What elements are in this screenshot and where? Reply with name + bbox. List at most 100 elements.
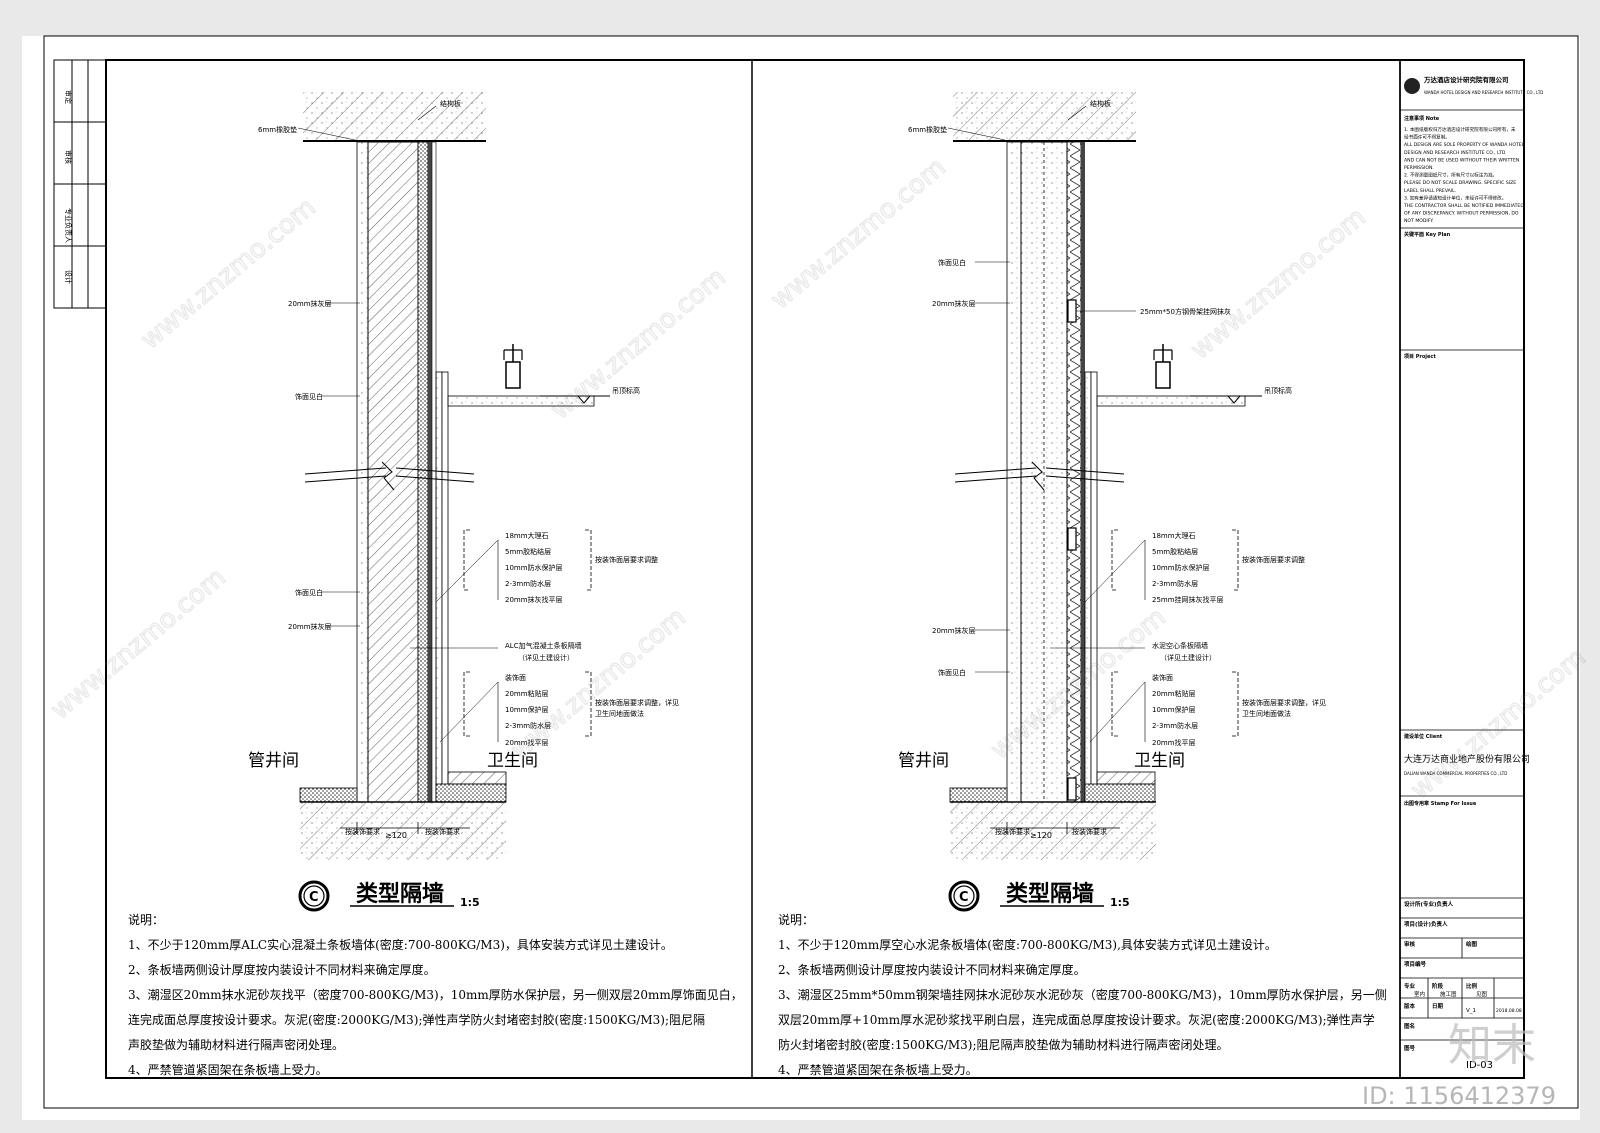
left-note-3: 3、潮湿区20mm抹水泥砂灰找平（密度700-800KG/M3)，10mm厚防水… [128,988,743,1002]
right-g2-2: 10mm保护层 [1152,705,1196,714]
left-side-label-2: 饰面见白 [295,392,323,401]
right-notes-heading: 说明： [778,913,815,927]
checked-label: 审核 [1404,940,1416,948]
right-g2-1: 20mm粘贴层 [1152,689,1196,698]
watermark-8: www.znzmo.com [1405,642,1591,805]
scale-label: 比例 [1466,982,1478,990]
note-line: LABEL SHALL PREVAIL. [1404,188,1456,194]
watermark-1: www.znzmo.com [135,192,321,355]
right-note-6: 4、严禁管道紧固架在条板墙上受力。 [778,1063,978,1077]
left-g2-note: 按装饰面层要求调整，详见 [595,698,679,707]
project-designer: 项目(设计)负责人 [1404,920,1448,928]
right-g2-4: 20mm找平层 [1152,738,1196,747]
left-note-2: 2、条板墙两侧设计厚度按内装设计不同材料来确定厚度。 [128,963,436,977]
note-line: PERMISSION. [1404,165,1434,171]
left-after-g1: 20mm抹灰找平层 [505,595,563,604]
watermark-4: www.znzmo.com [1185,202,1371,365]
title-block [1399,59,1525,1079]
right-ceiling-label: 吊顶标高 [1264,386,1292,395]
note-line: 1. 本图纸版权归万达酒店设计研究院有限公司所有，未 [1404,126,1516,133]
right-g1-note: 按装饰面层要求调整 [1242,555,1305,564]
right-g2-note: 按装饰面层要求调整，详见 [1242,698,1326,707]
id-watermark: ID: 1156412379 [1362,1082,1556,1110]
right-dim: ≥120 [1030,831,1052,840]
sheet-border [43,35,1579,1109]
note-line: DESIGN AND RESEARCH INSTITUTE CO., LTD [1404,150,1506,156]
right-g1-0: 18mm大理石 [1152,531,1196,540]
left-wall-label: ALC加气混凝土条板隔墙 [505,641,582,650]
strip-label-3: 专业负责人 [64,208,73,243]
status-value: 施工图 [1440,990,1457,998]
note-line: 经书面许可不得复制。 [1404,134,1450,141]
right-scale: 1:5 [1110,896,1130,909]
right-g1-2: 10mm防水保护层 [1152,563,1210,572]
note-line: ALL DESIGN ARE SOLE PROPERTY OF WANDA HO… [1404,142,1525,148]
note-line: OF ANY DISCREPANCY. WITHOUT PERMISSION, … [1404,211,1519,217]
right-mid-label: 25mm*50方钢骨架挂网抹灰 [1140,307,1231,316]
right-side-label-2: 20mm抹灰层 [932,299,976,308]
right-bottom-right: 按装饰要求 [1072,827,1107,836]
watermark-layer: www.znzmo.com www.znzmo.com www.znzmo.co… [45,152,1593,806]
note-lines: 1. 本图纸版权归万达酒店设计研究院有限公司所有，未经书面许可不得复制。ALL … [1403,126,1525,224]
specialty-label: 专业 [1404,982,1416,990]
left-g1-0: 18mm大理石 [505,531,549,540]
right-marker: C [959,890,969,905]
drawing-no-label: 图号 [1404,1044,1416,1052]
project-leader: 设计所(专业)负责人 [1404,900,1454,908]
left-note-5: 声胶垫做为辅助材料进行隔声密闭处理。 [128,1038,345,1052]
logo-watermark: 知末 [1448,1020,1536,1071]
left-dim: ≥120 [385,831,407,840]
right-g1-3: 2-3mm防水层 [1152,579,1198,588]
right-note-4: 双层20mm厚+10mm厚水泥砂浆找平刷白层，连完成面总厚度按设计要求。灰泥(密… [778,1013,1375,1027]
left-g2-note-2: 卫生间地面做法 [595,709,644,718]
approval-strip [53,59,107,309]
left-g2-0: 装饰面 [505,673,526,682]
client-label: 建设单位 Client [1403,733,1443,740]
left-structure-label: 结构板 [440,99,461,108]
note-heading: 注意事项 Note [1404,115,1440,122]
left-g2-2: 10mm保护层 [505,705,549,714]
left-marker: C [309,890,319,905]
strip-label-2: 审核 [64,150,73,164]
note-line: AND CAN NOT BE USED WITHOUT THEIR WRITTE… [1404,157,1519,163]
left-bottom-left: 按装饰要求 [345,827,380,836]
note-line: THE CONTRACTOR SHALL BE NOTIFIED IMMEDIA… [1403,203,1525,209]
strip-label-4: 设计 [64,270,73,284]
right-room-right: 卫生间 [1134,751,1185,771]
client-cn: 大连万达商业地产股份有限公司 [1404,753,1530,765]
left-room-right: 卫生间 [487,751,538,771]
right-detail [947,92,1262,912]
left-g2-1: 20mm粘贴层 [505,689,549,698]
right-note-5: 防火封堵密封胶(密度:1500KG/M3);阻尼隔声胶垫做为辅助材料进行隔声密闭… [778,1038,1229,1052]
left-g2-4: 20mm找平层 [505,738,549,747]
left-side-label-3: 饰面见白 [295,588,323,597]
right-after-g1: 25mm挂网抹灰找平层 [1152,595,1224,604]
drawing-sheet [22,36,1580,1120]
left-notes: 说明： 1、不少于120mm厚ALC实心混凝土条板墙体(密度:700-800KG… [128,908,748,1083]
left-notes-heading: 说明： [128,913,165,927]
client-en: DALIAN WANDA COMMERCIAL PROPERTIES CO., … [1404,771,1507,776]
drawing-no: ID-03 [1466,1060,1493,1071]
right-g2-3: 2-3mm防水层 [1152,721,1198,730]
right-wall-label: 水泥空心条板隔墙 [1152,641,1208,650]
right-bottom-left: 按装饰要求 [995,827,1030,836]
left-bottom-right: 按装饰要求 [425,827,460,836]
right-wall-label-2: （详见土建设计） [1160,653,1216,662]
company-en: WANDA HOTEL DESIGN AND RESEARCH INSTITUT… [1424,90,1543,95]
left-g1-2: 10mm防水保护层 [505,563,563,572]
left-g2-3: 2-3mm防水层 [505,721,551,730]
drawn-label: 绘图 [1466,940,1478,948]
date-label: 日期 [1432,1002,1444,1010]
note-line: 3. 如有差异请通知设计单位，未经许可不得修改。 [1404,194,1506,201]
project-label: 项目 Project [1404,353,1436,360]
right-g2-0: 装饰面 [1152,673,1173,682]
left-detail [297,92,610,912]
right-g2-note-2: 卫生间地面做法 [1242,709,1291,718]
note-line: PLEASE DO NOT SCALE DRAWING. SPECIFIC SI… [1404,180,1516,186]
watermark-3: www.znzmo.com [765,152,951,315]
left-side-label-1: 20mm抹灰层 [288,299,332,308]
left-side-label-4: 20mm抹灰层 [288,622,332,631]
left-title: 类型隔墙 [356,882,444,907]
left-g1-3: 2-3mm防水层 [505,579,551,588]
